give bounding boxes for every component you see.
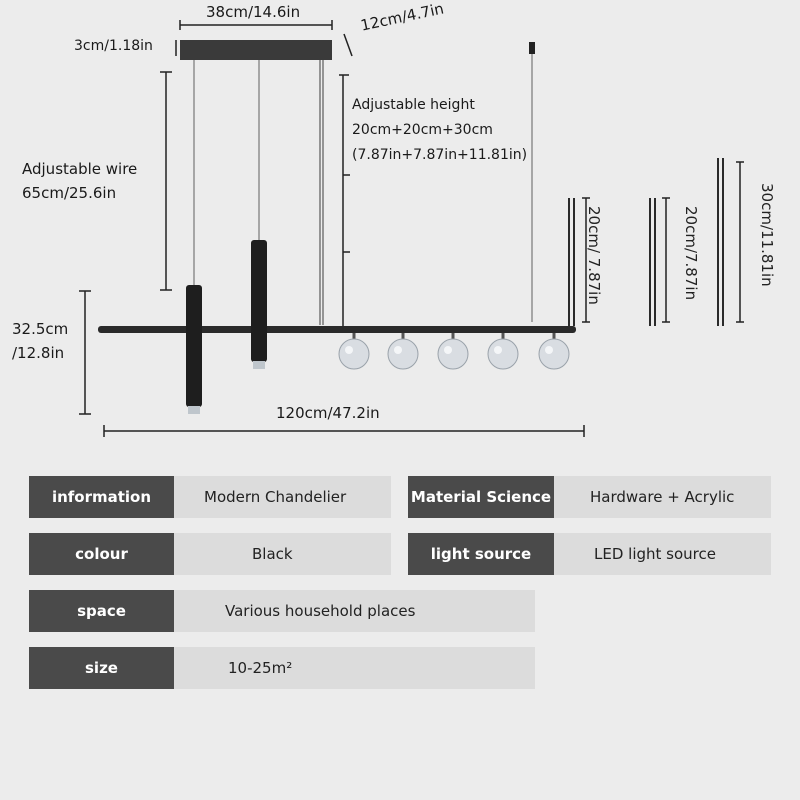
spec-key-size: size xyxy=(29,647,174,689)
extension-rod-1 xyxy=(568,197,590,326)
chandelier-diagram xyxy=(79,20,744,437)
spec-key-space: space xyxy=(29,590,174,632)
spec-value-colour: Black xyxy=(174,533,391,575)
rod-3-label: 30cm/11.81in xyxy=(758,183,776,287)
extension-rod-2 xyxy=(649,197,670,326)
adjustable-wire-label-1: Adjustable wire xyxy=(22,160,138,178)
canopy xyxy=(180,40,332,60)
spec-row-space: space Various household places xyxy=(29,590,535,632)
spec-row-colour: colour Black xyxy=(29,533,391,575)
main-bar xyxy=(98,326,576,333)
globe-light-4 xyxy=(487,333,519,370)
cylinder-light-2-lens xyxy=(253,361,265,369)
cylinder-light-2 xyxy=(251,240,267,362)
cylinder-light-1 xyxy=(186,285,202,407)
spec-key-colour: colour xyxy=(29,533,174,575)
spec-value-light-source: LED light source xyxy=(554,533,771,575)
spec-value-material: Hardware + Acrylic xyxy=(554,476,771,518)
adjustable-wire-label-2: 65cm/25.6in xyxy=(22,184,117,202)
wire-right-clip xyxy=(529,42,535,54)
spec-row-light-source: light source LED light source xyxy=(408,533,771,575)
spec-row-size: size 10-25m² xyxy=(29,647,535,689)
globe-light-3 xyxy=(437,333,469,370)
total-length-label: 120cm/47.2in xyxy=(276,404,380,422)
canopy-thickness-label: 3cm/1.18in xyxy=(74,38,153,54)
adjustable-height-label-3: (7.87in+7.87in+11.81in) xyxy=(352,147,528,163)
spec-row-material: Material Science Hardware + Acrylic xyxy=(408,476,771,518)
spec-value-space: Various household places xyxy=(174,590,535,632)
extension-rod-3 xyxy=(717,158,744,326)
spec-value-size: 10-25m² xyxy=(174,647,535,689)
body-height-label-1: 32.5cm xyxy=(12,320,69,338)
body-height-label-2: /12.8in xyxy=(12,344,65,362)
spec-key-material: Material Science xyxy=(408,476,554,518)
adjustable-height-label-1: Adjustable height xyxy=(352,97,475,113)
globe-light-2 xyxy=(387,333,419,370)
adjustable-height-label-2: 20cm+20cm+30cm xyxy=(352,122,493,138)
cylinder-light-1-lens xyxy=(188,406,200,414)
canopy-width-label: 38cm/14.6in xyxy=(206,3,301,21)
spec-key-light-source: light source xyxy=(408,533,554,575)
globe-light-5 xyxy=(538,333,570,370)
rod-1-label: 20cm/ 7.87in xyxy=(585,206,603,305)
spec-key-information: information xyxy=(29,476,174,518)
spec-row-information: information Modern Chandelier xyxy=(29,476,391,518)
globe-light-1 xyxy=(338,333,370,370)
canopy-depth-line xyxy=(343,33,353,57)
rod-2-label: 20cm/7.87in xyxy=(682,206,700,301)
spec-value-information: Modern Chandelier xyxy=(174,476,391,518)
